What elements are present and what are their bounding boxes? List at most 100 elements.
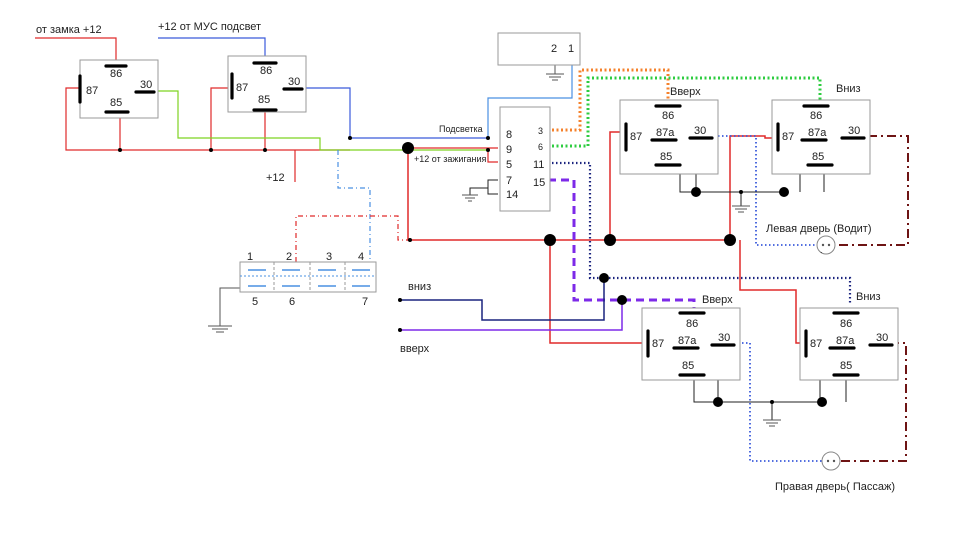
junction-dot [398, 328, 402, 332]
relay-pin-30: 30 [848, 125, 860, 137]
wire-down-control [400, 278, 605, 321]
motor-left-door-icon: . [816, 235, 836, 255]
relay-pin-86: 86 [110, 68, 122, 80]
relay-right-up: Вверх 86 87 87a 30 85 [641, 294, 741, 381]
wire-red-to-down-right-87 [739, 240, 806, 344]
connector-pin-2: 2 [551, 43, 557, 55]
connector-pin-8: 8 [506, 129, 512, 141]
junction-dot [770, 400, 774, 404]
wire-up-control [400, 300, 623, 331]
relay-pin-87a: 87a [808, 127, 827, 139]
relay-pin-87a: 87a [656, 127, 675, 139]
grounds [208, 73, 781, 427]
connector-pin-7: 7 [506, 175, 512, 187]
connector-pin-15: 15 [533, 177, 545, 189]
wire-green-pin6 [552, 76, 822, 148]
wire-red-to-up-right-87 [549, 240, 648, 344]
wire-bottom-conn-blue [337, 150, 371, 262]
wire-navy-pin11 [552, 161, 852, 305]
relay-pin-30: 30 [694, 125, 706, 137]
connector-pin-1: 1 [247, 251, 253, 263]
connector-pin-9: 9 [506, 144, 512, 156]
junction-dot [617, 295, 627, 305]
relay-title: Вверх [702, 294, 733, 306]
wire-ignition-lock [35, 37, 117, 68]
relay-title: Вниз [856, 291, 881, 303]
junction-dot [402, 142, 414, 154]
relay-left-up: Вверх 86 87 87a 30 85 [619, 86, 719, 175]
svg-text:.: . [820, 245, 823, 255]
label-ignition-lock: от замка +12 [36, 24, 102, 36]
relay-title: Вниз [836, 83, 861, 95]
junction-dot [263, 148, 267, 152]
connector-pin-5: 5 [506, 159, 512, 171]
wire-left-door-blue [714, 135, 818, 246]
junction-dot [713, 397, 723, 407]
relay-pin-85: 85 [660, 151, 672, 163]
relay-pin-87a: 87a [836, 335, 855, 347]
junction-dot [544, 234, 556, 246]
relay-pin-86: 86 [662, 110, 674, 122]
relay-pin-86: 86 [810, 110, 822, 122]
junction-dot [779, 187, 789, 197]
connector-pin-14: 14 [506, 189, 518, 201]
connector-main: 8 9 5 7 14 3 6 11 15 [499, 106, 551, 212]
junction-dot [348, 136, 352, 140]
junction-dot [724, 234, 736, 246]
ground-icon [462, 194, 478, 202]
junction-dot [408, 238, 412, 242]
relay-pin-85: 85 [840, 360, 852, 372]
connector-small: 2 1 [497, 32, 581, 66]
label-backlight: Подсветка [439, 124, 483, 134]
relay-pin-30: 30 [140, 79, 152, 91]
relay-1: 86 87 30 85 [78, 59, 159, 119]
junction-dot [486, 148, 490, 152]
connector-pin-6: 6 [538, 142, 543, 152]
relay-pin-30: 30 [288, 76, 300, 88]
wire-red-to-down-left-87a [729, 135, 776, 240]
junction-dot [209, 148, 213, 152]
junction-dot [604, 234, 616, 246]
motor-right-door-icon [821, 451, 841, 471]
label-up-control: вверх [400, 343, 430, 355]
connector-pin-3: 3 [538, 126, 543, 136]
relay-left-down: Вниз 86 87 87a 30 85 [771, 83, 871, 175]
label-down-control: вниз [408, 281, 431, 293]
connector-pin-11: 11 [533, 159, 544, 171]
relay-pin-87: 87 [236, 82, 248, 94]
connector-pin-5: 5 [252, 296, 258, 308]
wire-relay2-87 [210, 87, 228, 150]
ground-icon [546, 73, 564, 81]
relay-pin-85: 85 [682, 360, 694, 372]
wire-orange-pin3 [552, 68, 670, 132]
relay-2: 86 87 30 85 [227, 55, 307, 113]
junction-dot [486, 136, 490, 140]
connector-pin-2: 2 [286, 251, 292, 263]
wire-to-pin5 [487, 152, 498, 163]
connector-pin-1: 1 [568, 43, 574, 55]
junction-dot [118, 148, 122, 152]
ground-icon [732, 205, 750, 213]
connector-pin-7: 7 [362, 296, 368, 308]
wire-left-door-maroon [836, 135, 909, 246]
relay-pin-87: 87 [630, 131, 642, 143]
relay-pin-85: 85 [110, 97, 122, 109]
junction-dot [599, 273, 609, 283]
connector-pin-3: 3 [326, 251, 332, 263]
ground-icon [763, 419, 781, 427]
wire-backlight-lightblue [487, 62, 573, 138]
relay-pin-87: 87 [86, 85, 98, 97]
relay-pin-86: 86 [260, 65, 272, 77]
connector-pin-4: 4 [358, 251, 364, 263]
label-from-ignition: +12 от зажигания [414, 154, 486, 164]
label-mus-backlight: +12 от МУС подсвет [158, 21, 261, 33]
junction-dot [739, 190, 743, 194]
relay-pin-87: 87 [652, 338, 664, 350]
wire-relay1-30-green [156, 90, 488, 151]
relay-pin-87: 87 [810, 338, 822, 350]
relay-pin-86: 86 [686, 318, 698, 330]
relay-pin-85: 85 [812, 151, 824, 163]
junction-dot [817, 397, 827, 407]
connector-pin-6: 6 [289, 296, 295, 308]
